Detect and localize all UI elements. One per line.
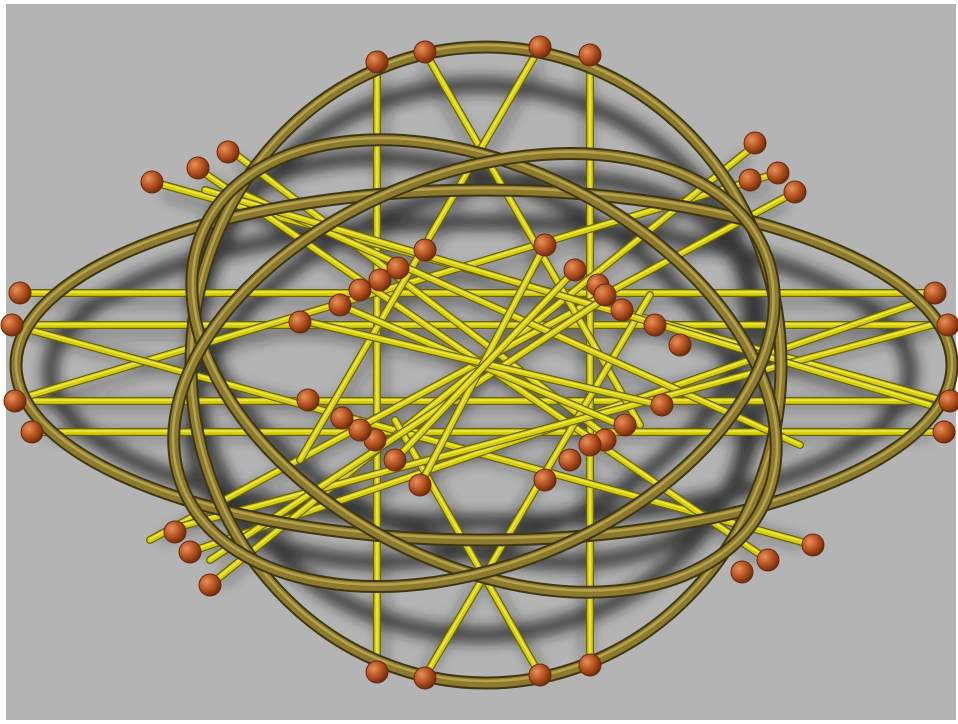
node-sphere — [939, 390, 958, 412]
node-sphere — [611, 299, 633, 321]
node-sphere — [289, 311, 311, 333]
node-sphere — [366, 661, 388, 683]
node-sphere — [297, 389, 319, 411]
node-sphere — [579, 434, 601, 456]
node-sphere — [1, 314, 23, 336]
rod — [20, 292, 935, 293]
node-sphere — [141, 171, 163, 193]
node-sphere — [387, 257, 409, 279]
node-sphere — [164, 521, 186, 543]
node-sphere — [937, 314, 958, 336]
rod — [10, 324, 948, 325]
node-sphere — [534, 469, 556, 491]
node-sphere — [414, 667, 436, 689]
node-sphere — [21, 421, 43, 443]
node-sphere — [731, 561, 753, 583]
node-sphere — [384, 449, 406, 471]
node-sphere — [744, 132, 766, 154]
node-sphere — [651, 394, 673, 416]
node-sphere — [179, 541, 201, 563]
node-sphere — [349, 279, 371, 301]
node-sphere — [529, 36, 551, 58]
node-sphere — [409, 474, 431, 496]
node-sphere — [4, 390, 26, 412]
node-sphere — [414, 41, 436, 63]
node-sphere — [564, 259, 586, 281]
node-sphere — [924, 282, 946, 304]
node-sphere — [594, 284, 616, 306]
node-sphere — [199, 574, 221, 596]
node-sphere — [933, 421, 955, 443]
node-sphere — [614, 414, 636, 436]
node-sphere — [757, 549, 779, 571]
node-sphere — [529, 664, 551, 686]
node-sphere — [9, 282, 31, 304]
node-sphere — [579, 654, 601, 676]
rod — [15, 400, 950, 401]
node-sphere — [579, 44, 601, 66]
node-sphere — [414, 239, 436, 261]
node-sphere — [644, 314, 666, 336]
node-sphere — [559, 449, 581, 471]
node-sphere — [739, 169, 761, 191]
node-sphere — [217, 141, 239, 163]
node-sphere — [802, 534, 824, 556]
node-sphere — [331, 407, 353, 429]
node-sphere — [669, 334, 691, 356]
node-sphere — [767, 162, 789, 184]
node-sphere — [329, 294, 351, 316]
node-sphere — [784, 181, 806, 203]
node-sphere — [187, 157, 209, 179]
node-sphere — [366, 51, 388, 73]
node-sphere — [534, 234, 556, 256]
